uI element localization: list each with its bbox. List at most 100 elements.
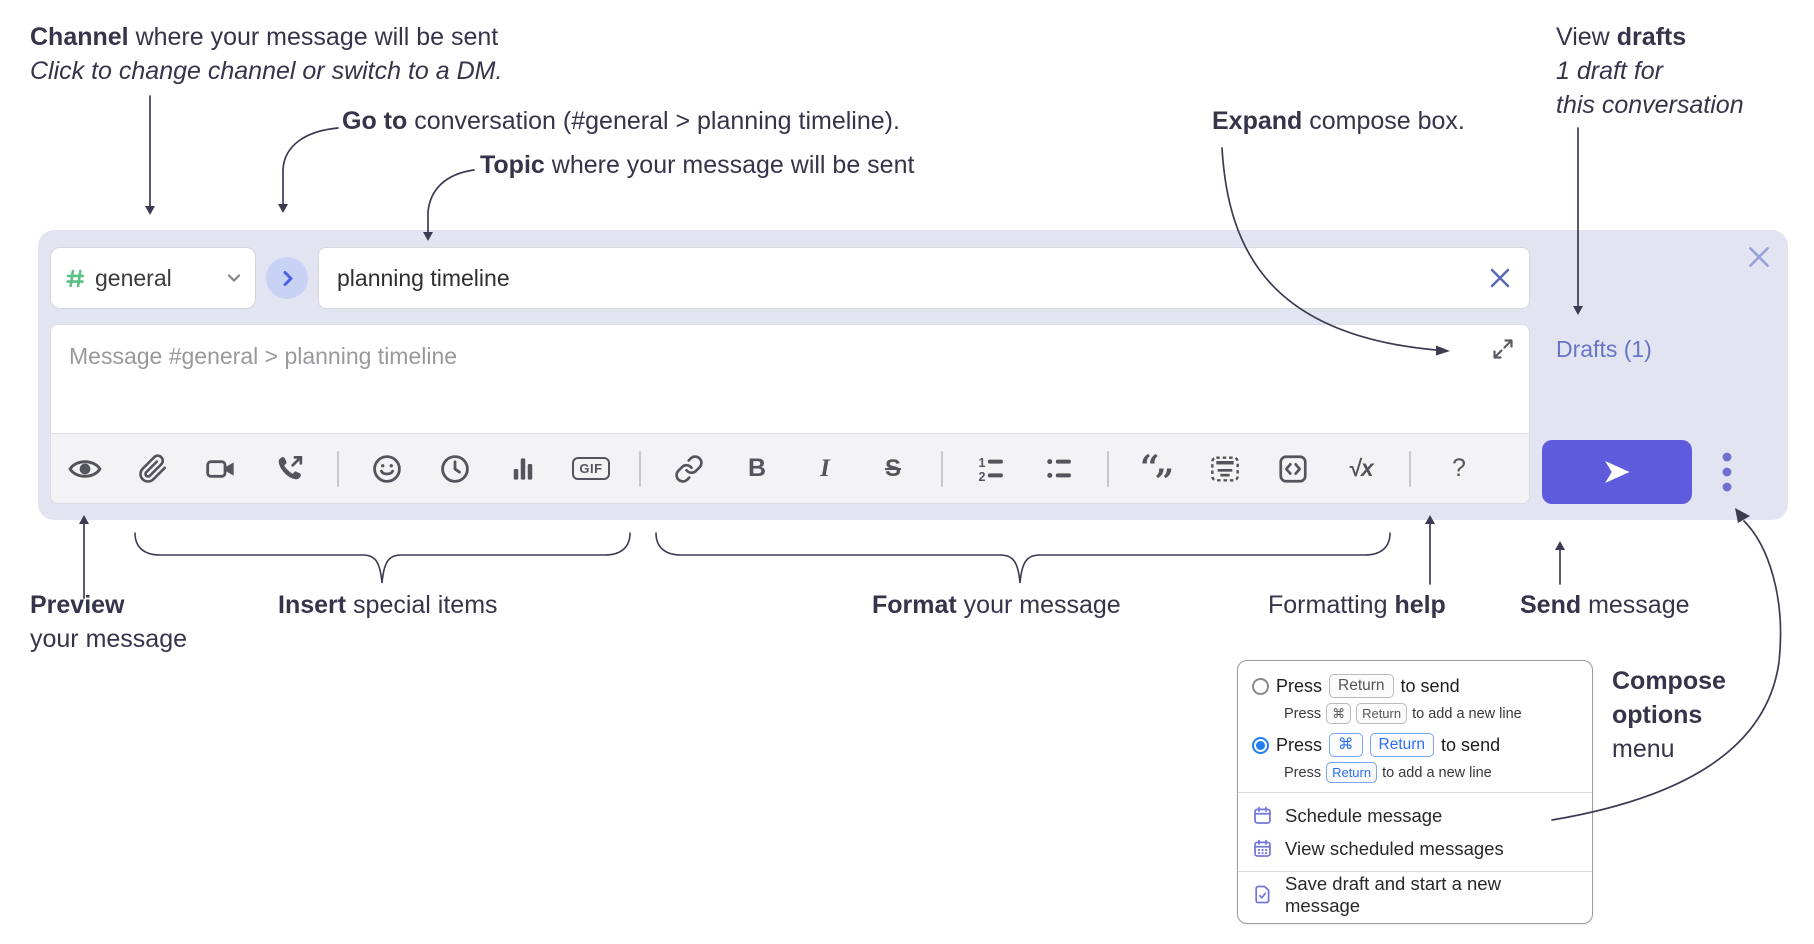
send-option-cmd-enter[interactable]: Press ⌘ Return to send — [1238, 733, 1592, 757]
channel-annotation-line2: Click to change channel or switch to a D… — [30, 57, 503, 85]
cmd-keycap: ⌘ — [1326, 703, 1352, 724]
audio-call-button[interactable] — [261, 445, 317, 493]
channel-annotation-line1: Channel where your message will be sent — [30, 23, 499, 51]
quote-icon — [1140, 448, 1174, 502]
global-time-button[interactable] — [427, 445, 483, 493]
link-button[interactable] — [661, 445, 717, 493]
formatting-help-annotation: Formatting help — [1268, 591, 1446, 619]
close-icon — [1749, 247, 1769, 267]
numbered-list-icon: 12 — [979, 456, 1003, 483]
close-icon — [1490, 268, 1510, 288]
expand-compose-button[interactable] — [1491, 337, 1515, 361]
topic-annotation: Topic where your message will be sent — [480, 151, 915, 179]
goto-annotation: Go to conversation (#general > planning … — [342, 107, 900, 135]
paperclip-icon — [139, 453, 167, 483]
gif-icon: GIF — [572, 457, 610, 480]
radio-selected-icon[interactable] — [1252, 736, 1269, 754]
topic-field-wrap — [318, 247, 1530, 309]
close-compose-button[interactable] — [1744, 242, 1774, 272]
menu-divider — [1238, 792, 1592, 793]
strikethrough-button[interactable]: S — [865, 445, 921, 493]
toolbar-divider — [337, 450, 339, 487]
formatting-help-button[interactable]: ? — [1431, 445, 1487, 493]
expand-annotation: Expand compose box. — [1212, 107, 1465, 135]
vertical-dots-icon — [1722, 452, 1732, 492]
link-icon — [675, 454, 703, 483]
svg-text:1: 1 — [979, 456, 986, 470]
code-icon — [1279, 454, 1307, 483]
return-keycap: Return — [1329, 674, 1394, 698]
clear-topic-button[interactable] — [1486, 264, 1514, 292]
compose-options-annotation: Compose options menu — [1612, 667, 1726, 763]
svg-text:2: 2 — [979, 469, 986, 483]
radio-unselected-icon[interactable] — [1252, 677, 1269, 695]
gif-button[interactable]: GIF — [563, 445, 619, 493]
bulleted-list-icon — [1047, 458, 1071, 478]
toolbar-divider — [639, 450, 641, 487]
insert-brace — [134, 532, 631, 584]
compose-options-popup: Press Return to send Press ⌘ Return to a… — [1237, 660, 1593, 924]
send-option-cmd-enter-subtext: Press Return to add a new line — [1238, 762, 1592, 783]
menu-item-schedule-message[interactable]: Schedule message — [1238, 799, 1592, 832]
spoiler-button[interactable] — [1197, 445, 1253, 493]
preview-button[interactable] — [57, 445, 113, 493]
calendar-grid-icon — [1254, 839, 1271, 857]
toolbar-divider — [1107, 450, 1109, 487]
option-text: Press — [1276, 675, 1323, 696]
goto-pointer-line — [282, 127, 339, 205]
question-mark-icon: ? — [1452, 454, 1466, 482]
cmd-keycap: ⌘ — [1329, 733, 1363, 757]
chevron-right-icon — [283, 270, 292, 286]
preview-annotation: Preview your message — [30, 591, 188, 653]
option-text: Press — [1276, 734, 1323, 755]
emoji-button[interactable] — [359, 445, 415, 493]
bar-chart-icon — [513, 457, 533, 480]
clock-icon — [441, 454, 469, 483]
send-arrowhead — [1555, 541, 1565, 550]
message-compose-unit: Message #general > planning timeline — [50, 324, 1530, 504]
bold-button[interactable]: B — [729, 445, 785, 493]
compose-options-button[interactable] — [1716, 446, 1738, 498]
bold-icon: B — [747, 454, 767, 482]
toolbar-divider — [941, 450, 943, 487]
menu-item-save-draft-new-message[interactable]: Save draft and start a new message — [1238, 873, 1592, 916]
go-to-conversation-button[interactable] — [266, 257, 308, 299]
channel-arrowhead — [145, 206, 155, 215]
code-button[interactable] — [1265, 445, 1321, 493]
menu-item-view-scheduled-messages[interactable]: View scheduled messages — [1238, 832, 1592, 865]
spoiler-icon — [1211, 455, 1239, 482]
drafts-annotation-line2: 1 draft for — [1556, 57, 1663, 85]
format-annotation: Format your message — [872, 591, 1121, 619]
strikethrough-icon: S — [884, 454, 901, 482]
poll-button[interactable] — [495, 445, 551, 493]
send-button[interactable] — [1542, 440, 1692, 504]
send-option-enter[interactable]: Press Return to send — [1238, 674, 1592, 698]
channel-name: general — [95, 264, 172, 291]
option-text: to send — [1441, 734, 1501, 755]
goto-arrowhead — [278, 204, 288, 213]
return-keycap: Return — [1356, 703, 1408, 724]
math-button[interactable]: √x — [1333, 445, 1389, 493]
calendar-icon — [1254, 806, 1271, 824]
video-camera-icon — [206, 459, 234, 478]
video-call-button[interactable] — [193, 445, 249, 493]
message-input[interactable]: Message #general > planning timeline — [51, 325, 1529, 434]
send-option-enter-subtext: Press ⌘ Return to add a new line — [1238, 703, 1592, 724]
document-check-icon — [1255, 885, 1270, 904]
phone-call-icon — [278, 456, 302, 480]
topic-input[interactable] — [318, 247, 1530, 309]
channel-selector[interactable]: general — [50, 247, 256, 309]
quote-button[interactable] — [1129, 445, 1185, 502]
attach-file-button[interactable] — [125, 445, 181, 493]
drafts-link[interactable]: Drafts (1) — [1556, 336, 1652, 362]
insert-annotation: Insert special items — [278, 591, 498, 619]
italic-button[interactable]: I — [797, 445, 853, 493]
menu-divider — [1238, 871, 1592, 872]
eye-icon — [68, 459, 102, 478]
smiley-icon — [373, 454, 401, 483]
return-keycap: Return — [1369, 733, 1435, 757]
bulleted-list-button[interactable] — [1031, 445, 1087, 493]
drafts-annotation-line1: View drafts — [1556, 23, 1687, 51]
